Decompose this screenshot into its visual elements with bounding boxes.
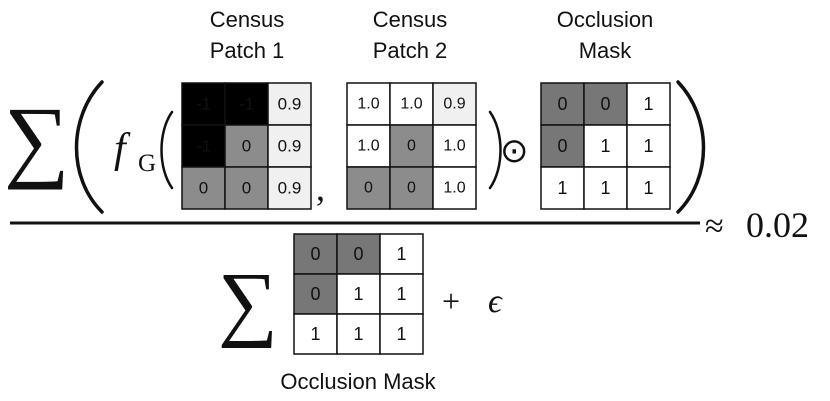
- census-patch-1-cell-r2c3: [267, 124, 312, 168]
- census-patch-2-label-line-2: Patch 2: [373, 38, 448, 63]
- occlusion-mask-top-value-r1c1: 0: [557, 94, 567, 114]
- census-patch-2-value-r3c2: 0: [407, 180, 416, 197]
- census-patch-1-value-r1c1: -1: [196, 95, 211, 114]
- census-patch-1-value-r3c2: 0: [242, 179, 251, 198]
- occlusion-mask-top-value-r3c1: 1: [557, 178, 567, 198]
- occlusion-mask-top-cell-r3c2: [583, 166, 628, 210]
- census-patch-2-cell-r2c1: [346, 124, 391, 168]
- numerator-sum-symbol: ∑: [4, 88, 70, 190]
- census-patch-2-cell-r3c1: [346, 166, 391, 210]
- census-patch-1-label-line-1: Census: [210, 7, 285, 32]
- occlusion-mask-bottom-cell-r3c3: [379, 313, 424, 355]
- comma-separator: ,: [316, 168, 325, 208]
- denominator-sum-symbol: ∑: [218, 256, 278, 349]
- plus-operator: +: [442, 283, 460, 319]
- occlusion-mask-bottom-value-r3c3: 1: [396, 324, 406, 344]
- census-patch-2-value-r1c3: 0.9: [443, 96, 465, 113]
- occlusion-mask-bottom-cell-r1c3: [379, 233, 424, 275]
- occlusion-mask-top-value-r2c2: 1: [600, 136, 610, 156]
- census-patch-1-value-r1c3: 0.9: [278, 95, 302, 114]
- approx-symbol: ≈: [705, 208, 724, 245]
- census-patch-2-value-r2c3: 1.0: [443, 138, 465, 155]
- census-patch-2-matrix: 1.0 1.0 0.9 1.0 0 1.0 0 0 1.0: [346, 82, 477, 210]
- occlusion-mask-bottom-value-r2c3: 1: [396, 284, 406, 304]
- census-patch-1-cell-r1c2: [224, 82, 269, 126]
- odot-operator: ⊙: [500, 133, 529, 170]
- census-patch-2-cell-r1c1: [346, 82, 391, 126]
- occlusion-mask-bottom-value-r1c3: 1: [396, 244, 406, 264]
- occlusion-mask-top-cell-r3c3: [626, 166, 671, 210]
- occlusion-mask-bottom-value-r1c2: 0: [353, 244, 363, 264]
- occlusion-mask-bottom-value-r1c1: 0: [310, 244, 320, 264]
- occlusion-mask-top-value-r1c3: 1: [643, 94, 653, 114]
- census-patch-1-value-r3c1: 0: [199, 179, 208, 198]
- big-right-paren: [676, 80, 706, 214]
- occlusion-mask-bottom-matrix: 0 0 1 0 1 1 1 1 1: [293, 233, 424, 355]
- census-patch-2-cell-r1c2: [389, 82, 434, 126]
- occlusion-mask-bottom-value-r2c2: 1: [353, 284, 363, 304]
- census-patch-1-cell-r3c3: [267, 166, 312, 210]
- occlusion-mask-top-value-r3c2: 1: [600, 178, 610, 198]
- census-patch-1-value-r2c2: 0: [242, 137, 251, 156]
- occlusion-mask-bottom-value-r2c1: 0: [310, 284, 320, 304]
- occlusion-mask-bottom-cell-r3c2: [336, 313, 381, 355]
- small-right-paren: [488, 110, 502, 190]
- result-value: 0.02: [746, 205, 809, 245]
- occlusion-mask-bottom-label: Occlusion Mask: [280, 369, 436, 394]
- census-patch-1-label: Census Patch 1: [210, 7, 285, 63]
- occlusion-mask-top-label-line-2: Mask: [579, 38, 633, 63]
- census-patch-1-value-r2c1: -1: [196, 137, 211, 156]
- f-symbol: f: [114, 126, 131, 172]
- occlusion-mask-bottom-cell-r3c1: [293, 313, 338, 355]
- occlusion-mask-bottom-cell-r2c3: [379, 273, 424, 315]
- census-patch-2-cell-r1c3: [432, 82, 477, 126]
- occlusion-mask-bottom-cell-r1c2: [336, 233, 381, 275]
- census-patch-2-value-r2c1: 1.0: [357, 138, 379, 155]
- census-patch-2-label-line-1: Census: [373, 7, 448, 32]
- census-patch-1-matrix: -1 -1 0.9 -1 0 0.9 0 0 0.9: [181, 82, 312, 210]
- census-patch-2-value-r2c2: 0: [407, 138, 416, 155]
- big-left-paren: [74, 80, 104, 214]
- occlusion-mask-top-cell-r1c1: [540, 82, 585, 126]
- occlusion-mask-top-label-line-1: Occlusion: [557, 7, 654, 32]
- census-patch-1-value-r2c3: 0.9: [278, 137, 302, 156]
- occlusion-mask-top-value-r2c1: 0: [557, 136, 567, 156]
- census-patch-2-cell-r3c2: [389, 166, 434, 210]
- census-patch-2-value-r1c1: 1.0: [357, 96, 379, 113]
- census-patch-2-value-r3c1: 0: [364, 180, 373, 197]
- census-patch-2-label: Census Patch 2: [373, 7, 448, 63]
- occlusion-mask-top-label: Occlusion Mask: [557, 7, 654, 63]
- census-patch-1-value-r1c2: -1: [239, 95, 254, 114]
- f-subscript: G: [138, 150, 156, 177]
- census-patch-2-cell-r3c3: [432, 166, 477, 210]
- census-patch-2-cell-r2c3: [432, 124, 477, 168]
- occlusion-mask-top-value-r3c3: 1: [643, 178, 653, 198]
- occlusion-mask-top-value-r2c3: 1: [643, 136, 653, 156]
- occlusion-mask-bottom-value-r3c1: 1: [310, 324, 320, 344]
- occlusion-mask-bottom-cell-r2c2: [336, 273, 381, 315]
- occlusion-mask-top-value-r1c2: 0: [600, 94, 610, 114]
- census-patch-2-value-r1c2: 1.0: [400, 96, 422, 113]
- census-patch-2-value-r3c3: 1.0: [443, 180, 465, 197]
- occlusion-mask-top-matrix: 0 0 1 0 1 1 1 1 1: [540, 82, 671, 210]
- census-patch-1-label-line-2: Patch 1: [210, 38, 285, 63]
- occlusion-mask-bottom-cell-r1c1: [293, 233, 338, 275]
- small-left-paren: [160, 110, 174, 190]
- occlusion-mask-top-cell-r2c3: [626, 124, 671, 168]
- census-patch-2-cell-r2c2: [389, 124, 434, 168]
- epsilon-symbol: ϵ: [488, 283, 503, 320]
- occlusion-mask-bottom-value-r3c2: 1: [353, 324, 363, 344]
- census-patch-1-value-r3c3: 0.9: [278, 179, 302, 198]
